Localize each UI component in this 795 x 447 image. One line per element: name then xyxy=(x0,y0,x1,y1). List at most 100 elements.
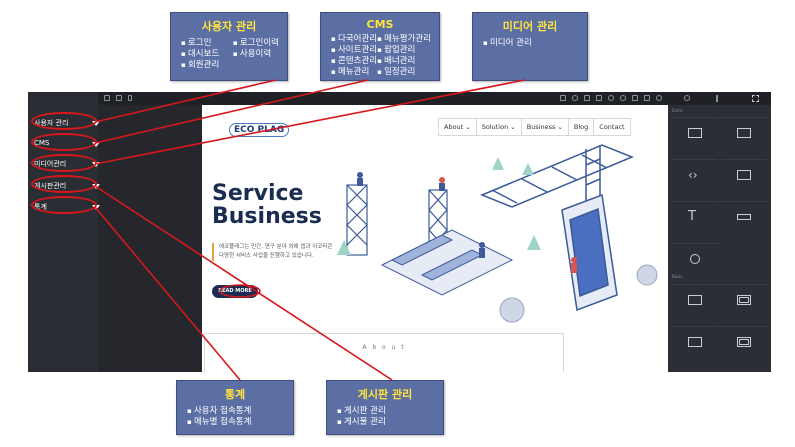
callout-list: 다국어관리 사이트관리 콘텐츠관리 메뉴관리 xyxy=(331,34,377,78)
triangle-down-icon xyxy=(92,121,100,126)
callout-list: 사용자 접속통계 메뉴별 접속통계 xyxy=(187,406,251,428)
callout-item: 사이트관리 xyxy=(331,45,377,56)
callout-list: 미디어 관리 xyxy=(483,38,532,49)
callout-list: 로그인이력 사용이력 xyxy=(233,38,279,71)
trash-icon[interactable] xyxy=(644,95,650,101)
callout-media: 미디어 관리 미디어 관리 xyxy=(472,12,588,81)
callout-list: 로그인 대시보드 회원관리 xyxy=(181,38,219,71)
callout-item: 메뉴별 접속통계 xyxy=(187,417,251,428)
admin-sidebar: 사용자 관리 CMS 미디어관리 게시판관리 통계 xyxy=(28,92,100,372)
block-item[interactable] xyxy=(672,243,718,283)
phone-device xyxy=(561,193,618,312)
block-icon xyxy=(737,128,751,138)
callout-list: 메뉴평가관리 팝업관리 배너관리 일정관리 xyxy=(377,34,431,78)
hero-description: 에코플래그는 민간, 연구 분야 외에 앱과 이코티콘 다양한 서비스 사업을 … xyxy=(212,243,382,261)
hero-title-line: Service xyxy=(212,181,304,206)
callout-board: 게시판 관리 게시판 관리 게시물 관리 xyxy=(326,380,444,435)
button-block-icon xyxy=(737,214,751,220)
code-block-icon: ‹› xyxy=(688,168,698,182)
editor-toolbar xyxy=(98,92,668,105)
redo-icon[interactable] xyxy=(620,95,626,101)
callout-item: 로그인이력 xyxy=(233,38,279,49)
block-panel: Extra ‹› T Basic xyxy=(668,92,771,372)
nav-item-about[interactable]: About ⌄ xyxy=(439,119,477,135)
callout-statistics: 통계 사용자 접속통계 메뉴별 접속통계 xyxy=(176,380,294,435)
site-nav: About ⌄ Solution ⌄ Business ⌄ Blog Conta… xyxy=(438,118,631,136)
callout-item: 일정관리 xyxy=(377,67,431,78)
hero-text-line: 에코플래그는 민간, 연구 분야 외에 앱과 이코티콘 xyxy=(219,244,333,250)
callout-cms: CMS 다국어관리 사이트관리 콘텐츠관리 메뉴관리 메뉴평가관리 팝업관리 배… xyxy=(320,12,440,81)
block-item[interactable] xyxy=(672,284,718,324)
nav-item-contact[interactable]: Contact xyxy=(599,123,625,131)
hero-title: Service Business xyxy=(212,182,322,228)
triangle-down-icon xyxy=(92,142,100,147)
block-item[interactable]: T xyxy=(672,201,718,241)
block-item[interactable] xyxy=(672,326,718,366)
callout-title: 사용자 관리 xyxy=(201,20,257,33)
callout-item: 대시보드 xyxy=(181,49,219,60)
hero-text-line: 다양한 서비스 사업을 진행하고 있습니다. xyxy=(219,253,314,259)
callout-item: 사용이력 xyxy=(233,49,279,60)
tooltip-block-icon xyxy=(737,170,751,180)
block-item[interactable] xyxy=(721,117,767,157)
panel-tabs xyxy=(668,92,771,105)
columns-37-icon xyxy=(737,337,751,347)
block-item[interactable]: ‹› xyxy=(672,159,718,199)
one-column-icon xyxy=(688,295,702,305)
callout-item: 로그인 xyxy=(181,38,219,49)
callout-item: 배너관리 xyxy=(377,56,431,67)
hero-title-line: Business xyxy=(212,204,322,229)
callout-list: 게시판 관리 게시물 관리 xyxy=(337,406,386,428)
trees xyxy=(337,157,541,255)
cms-editor-window: 사용자 관리 CMS 미디어관리 게시판관리 통계 xyxy=(28,92,771,372)
callout-item: 사용자 접속통계 xyxy=(187,406,251,417)
style-manager-icon[interactable] xyxy=(684,95,690,101)
block-icon xyxy=(688,128,702,138)
callout-item: 메뉴관리 xyxy=(331,67,377,78)
page-canvas[interactable]: ECO PLAG About ⌄ Solution ⌄ Business ⌄ B… xyxy=(202,105,668,372)
blocks-grid-icon[interactable] xyxy=(752,95,759,102)
block-item[interactable] xyxy=(721,284,767,324)
settings-icon[interactable] xyxy=(656,95,662,101)
panel-section-label: Extra xyxy=(672,108,683,113)
callout-user-management: 사용자 관리 로그인 대시보드 회원관리 로그인이력 사용이력 xyxy=(170,12,288,81)
nav-item-solution[interactable]: Solution ⌄ xyxy=(477,119,522,135)
nav-item-blog[interactable]: Blog xyxy=(569,119,595,135)
callout-item: 다국어관리 xyxy=(331,34,377,45)
about-section: A b o u t xyxy=(204,333,564,372)
callout-item: 콘텐츠관리 xyxy=(331,56,377,67)
block-item[interactable] xyxy=(721,159,767,199)
callout-item: 회원관리 xyxy=(181,60,219,71)
callout-title: 미디어 관리 xyxy=(502,20,558,33)
undo-icon[interactable] xyxy=(608,95,614,101)
fullscreen-icon[interactable] xyxy=(584,95,590,101)
import-icon[interactable] xyxy=(632,95,638,101)
tablet-view-icon[interactable] xyxy=(116,95,122,101)
brush-icon[interactable] xyxy=(716,95,718,102)
two-columns-icon xyxy=(737,295,751,305)
square-icon[interactable] xyxy=(560,95,566,101)
three-columns-icon xyxy=(688,337,702,347)
callout-item: 팝업관리 xyxy=(377,45,431,56)
block-item[interactable] xyxy=(721,326,767,366)
callout-title: CMS xyxy=(366,18,394,31)
callout-item: 메뉴평가관리 xyxy=(377,34,431,45)
callout-title: 게시판 관리 xyxy=(357,388,413,401)
mobile-view-icon[interactable] xyxy=(128,95,132,101)
callout-item: 게시판 관리 xyxy=(337,406,386,417)
callout-title: 통계 xyxy=(224,388,246,401)
about-label: A b o u t xyxy=(362,344,406,351)
hero-illustration xyxy=(337,144,658,323)
site-logo[interactable]: ECO PLAG xyxy=(229,123,290,137)
people-figures xyxy=(357,172,577,273)
text-block-icon: T xyxy=(688,209,696,224)
countdown-block-icon xyxy=(690,254,700,264)
eye-icon[interactable] xyxy=(572,95,578,101)
block-item[interactable] xyxy=(672,117,718,157)
desktop-view-icon[interactable] xyxy=(104,95,110,101)
code-icon[interactable] xyxy=(596,95,602,101)
block-item[interactable] xyxy=(721,201,767,241)
nav-item-business[interactable]: Business ⌄ xyxy=(522,119,569,135)
